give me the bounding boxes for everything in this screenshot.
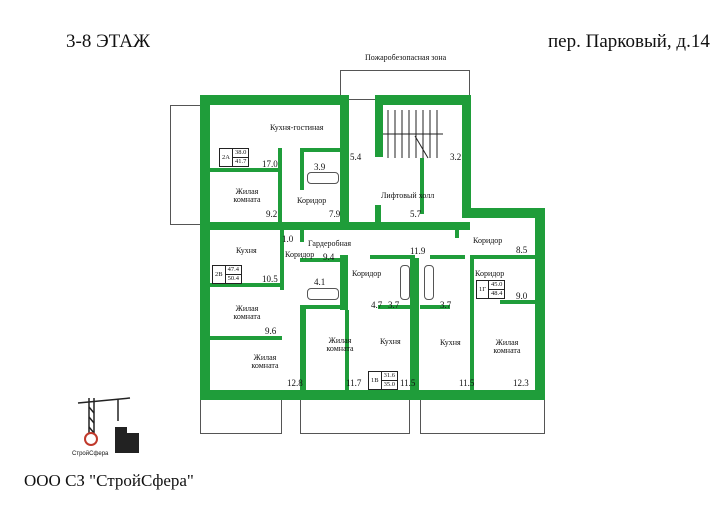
area-label: 1.0 bbox=[282, 234, 294, 244]
area-label: 3.7 bbox=[388, 300, 400, 310]
area-label: 5.4 bbox=[350, 152, 362, 162]
area-label: 9.4 bbox=[323, 252, 335, 262]
area-label: 10.5 bbox=[262, 274, 278, 284]
address: пер. Парковый, д.14 bbox=[548, 31, 710, 52]
room-lift-hall: Лифтовый холл bbox=[381, 191, 435, 200]
area-label: 17.0 bbox=[262, 159, 278, 169]
area-label: 3.7 bbox=[440, 300, 452, 310]
room-kitchen-living: Кухня-гостиная bbox=[270, 123, 324, 132]
area-label: 11.7 bbox=[346, 378, 362, 388]
area-label: 7.9 bbox=[329, 209, 341, 219]
area-label: 9.2 bbox=[266, 209, 278, 219]
area-label: 8.5 bbox=[516, 245, 528, 255]
room-corridor: Коридор bbox=[285, 250, 315, 259]
room-living: Жилая комната bbox=[233, 304, 261, 322]
company-name: ООО СЗ "СтройСфера" bbox=[24, 471, 194, 490]
area-label: 11.5 bbox=[459, 378, 475, 388]
bathtub-icon bbox=[424, 265, 434, 300]
area-label: 4.7 bbox=[371, 300, 383, 310]
area-label: 9.0 bbox=[516, 291, 528, 301]
room-living: Жилая комната bbox=[233, 187, 261, 205]
area-label: 9.6 bbox=[265, 326, 277, 336]
stroysfera-logo bbox=[77, 397, 139, 453]
logo-text: СтройСфера bbox=[72, 451, 109, 457]
balcony-bottom-3 bbox=[420, 398, 545, 434]
room-corridor: Коридор bbox=[473, 236, 503, 245]
bathtub-icon bbox=[307, 288, 339, 300]
room-living: Жилая комната bbox=[326, 336, 354, 354]
area-label: 3.9 bbox=[314, 162, 326, 172]
room-corridor: Коридор bbox=[297, 196, 327, 205]
room-wardrobe: Гардеробная bbox=[308, 239, 352, 248]
area-label: 4.1 bbox=[314, 277, 326, 287]
room-living: Жилая комната bbox=[493, 338, 521, 356]
balcony-bottom-1 bbox=[200, 398, 282, 434]
room-corridor: Коридор bbox=[352, 269, 382, 278]
balcony-bottom-2 bbox=[300, 398, 410, 434]
area-label: 5.7 bbox=[410, 209, 422, 219]
bathtub-icon bbox=[307, 172, 339, 184]
staircase-icon bbox=[383, 110, 443, 159]
room-living: Жилая комната bbox=[251, 353, 279, 371]
area-label: 12.3 bbox=[513, 378, 529, 388]
room-kitchen: Кухня bbox=[440, 338, 461, 347]
room-kitchen: Кухня bbox=[380, 337, 401, 346]
area-label: 11.9 bbox=[410, 246, 426, 256]
area-label: 11.5 bbox=[400, 378, 416, 388]
fire-safe-zone-label: Пожаробезопасная зона bbox=[365, 53, 447, 62]
balcony-left bbox=[170, 105, 202, 225]
floor-title: 3-8 ЭТАЖ bbox=[66, 31, 151, 52]
area-label: 3.2 bbox=[450, 152, 462, 162]
area-label: 12.8 bbox=[287, 378, 303, 388]
room-corridor: Коридор bbox=[475, 269, 505, 278]
room-kitchen: Кухня bbox=[236, 246, 257, 255]
bathtub-icon bbox=[400, 265, 410, 300]
